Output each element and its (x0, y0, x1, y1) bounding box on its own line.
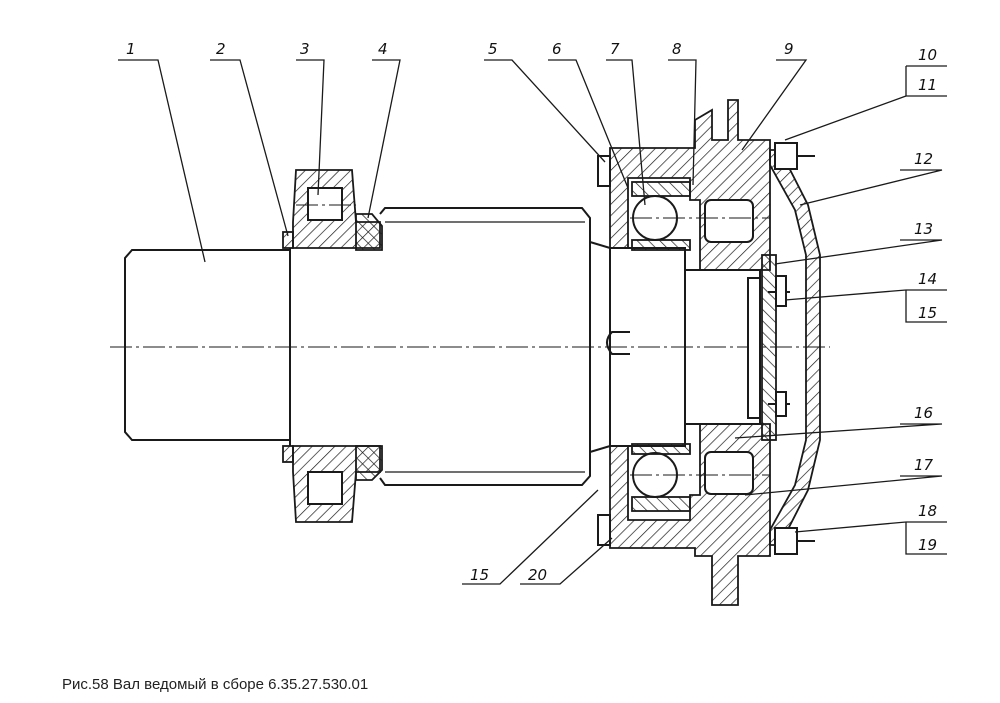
label-14: 14 (918, 270, 937, 288)
label-13: 13 (914, 220, 933, 238)
label-2: 2 (216, 40, 226, 58)
label-16: 16 (914, 404, 933, 422)
label-15-right: 15 (918, 304, 937, 322)
label-6: 6 (552, 40, 562, 58)
label-17: 17 (914, 456, 934, 474)
shaft-body (379, 207, 591, 486)
label-8: 8 (672, 40, 682, 58)
label-12: 12 (914, 150, 933, 168)
label-18: 18 (918, 502, 937, 520)
figure-caption: Рис.58 Вал ведомый в сборе 6.35.27.530.0… (62, 676, 368, 693)
bolt-upper-right (774, 142, 815, 170)
label-5: 5 (488, 40, 498, 58)
label-11: 11 (918, 76, 937, 94)
plate-bolts (768, 275, 790, 417)
label-19: 19 (918, 536, 937, 554)
label-20: 20 (528, 566, 547, 584)
bolt-upper-left (597, 155, 611, 187)
roller-bearing-upper (704, 199, 754, 243)
label-4: 4 (378, 40, 388, 58)
label-10: 10 (918, 46, 937, 64)
part-labels: 1 2 3 4 5 6 7 8 9 10 11 12 13 14 15 16 1… (126, 40, 937, 584)
label-15-bottom: 15 (470, 566, 489, 584)
label-1: 1 (126, 40, 136, 58)
spacer-ring-lower (282, 445, 294, 463)
bolt-lower-right (774, 527, 815, 555)
label-9: 9 (784, 40, 794, 58)
label-3: 3 (300, 40, 310, 58)
nut-upper (355, 213, 383, 251)
nut-lower (355, 445, 383, 481)
end-cover (769, 149, 821, 546)
roller-bearing-lower (704, 451, 754, 495)
label-7: 7 (610, 40, 620, 58)
leader-lines (118, 59, 947, 585)
shaft-end (124, 249, 290, 441)
